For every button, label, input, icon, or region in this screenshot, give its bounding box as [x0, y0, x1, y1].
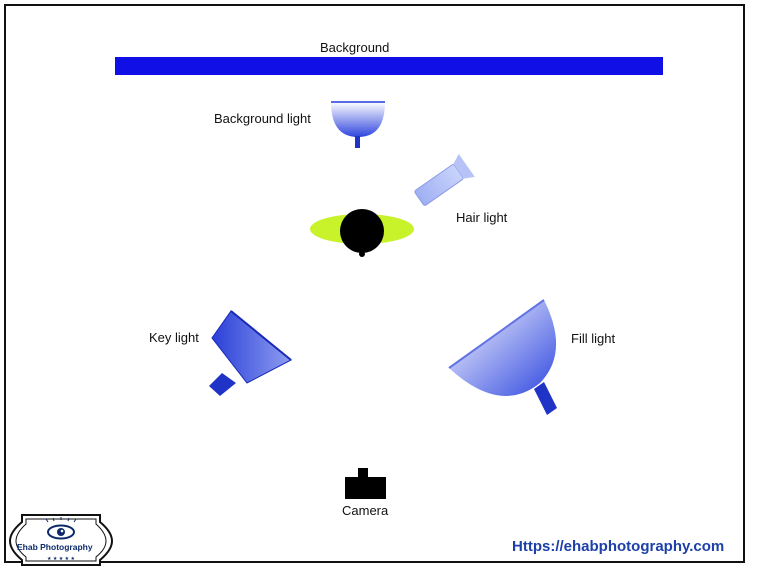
camera-label: Camera — [342, 503, 389, 518]
fill-light-icon — [448, 299, 557, 415]
key-light-icon — [209, 310, 292, 396]
background-label: Background — [320, 40, 390, 55]
subject-icon — [310, 209, 414, 257]
background-bar — [115, 57, 663, 75]
logo-icon: ★ ★ ★ ★ ★ — [8, 514, 114, 566]
key-light-label: Key light — [149, 330, 199, 345]
background-light-icon — [331, 101, 385, 148]
svg-text:★ ★ ★ ★ ★: ★ ★ ★ ★ ★ — [47, 556, 75, 562]
camera-icon — [345, 468, 386, 499]
hair-light-icon — [414, 153, 475, 206]
fill-light-label: Fill light — [571, 331, 616, 346]
logo-name: Ehab Photography — [17, 542, 93, 552]
background-light-label: Background light — [214, 111, 311, 126]
diagram-frame — [4, 4, 745, 563]
website-link[interactable]: Https://ehabphotography.com — [512, 538, 725, 555]
hair-light-label: Hair light — [456, 210, 508, 225]
